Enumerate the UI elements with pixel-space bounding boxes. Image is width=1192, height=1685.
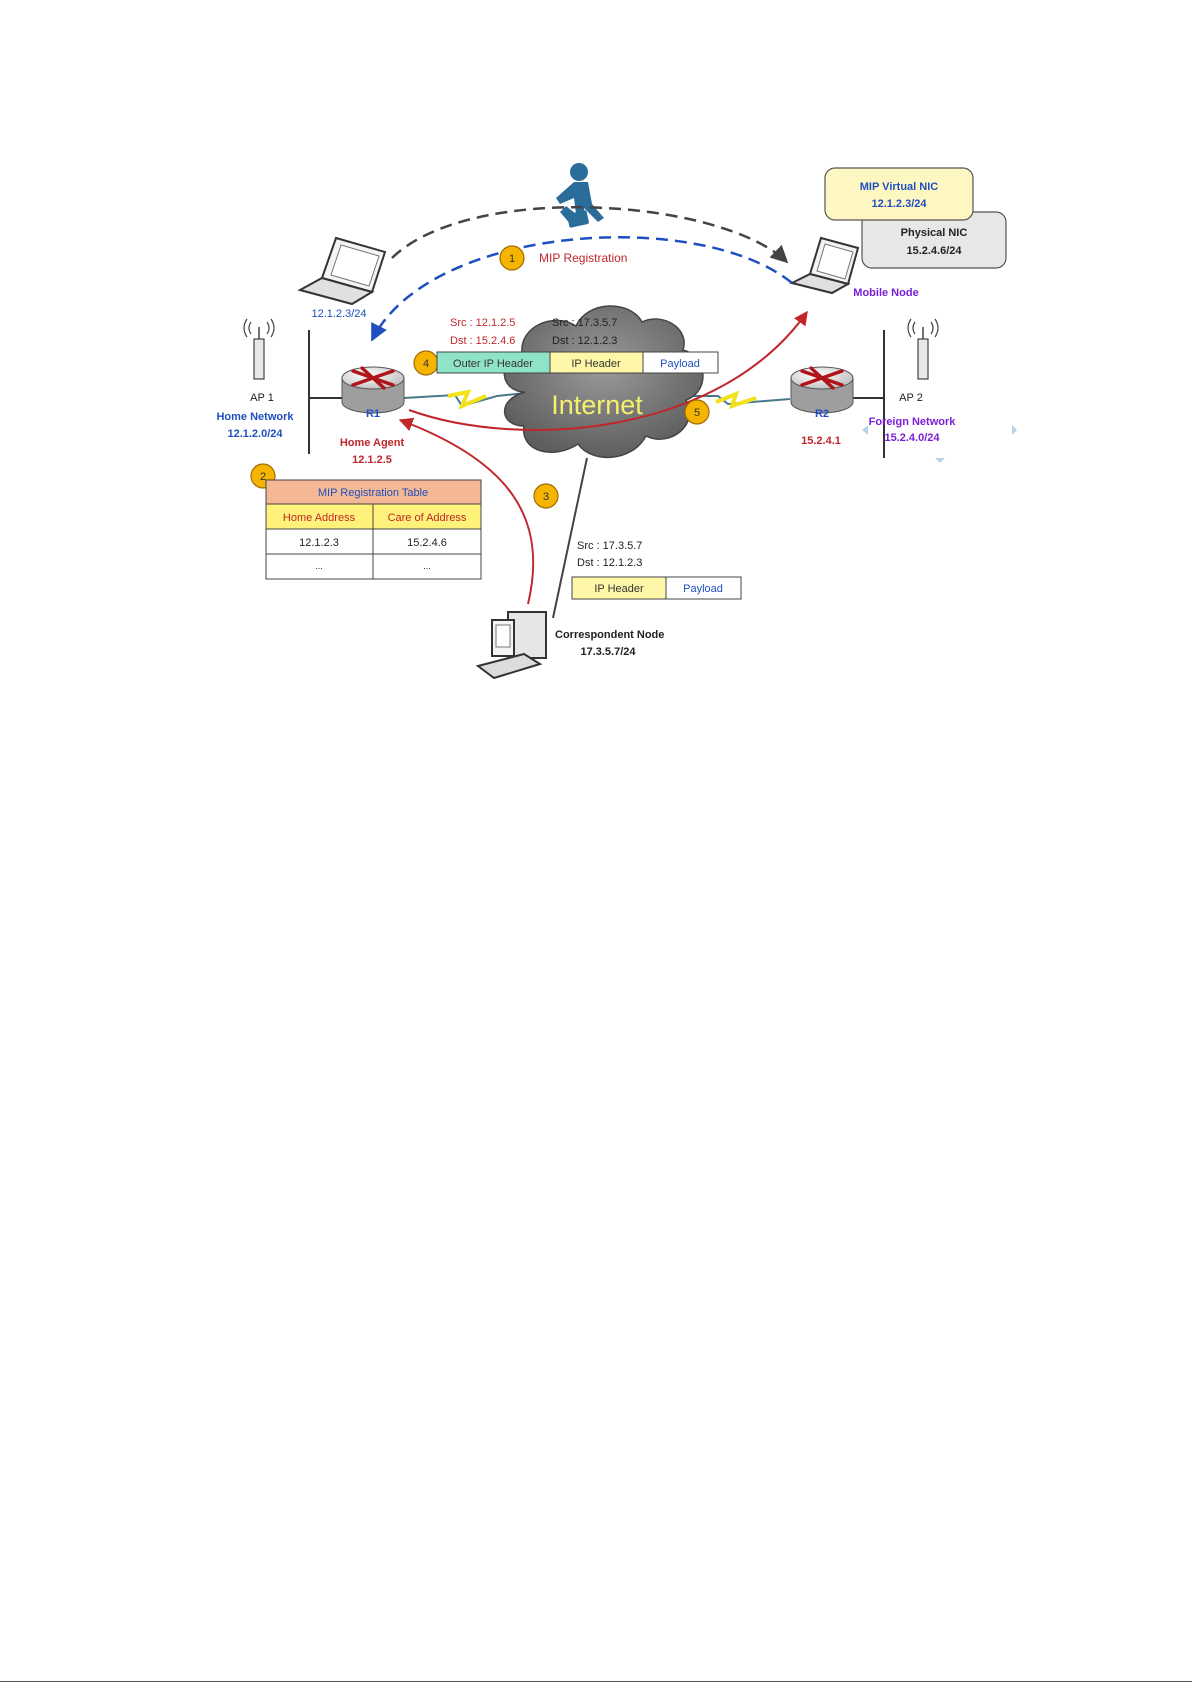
- physical-nic-title: Physical NIC: [901, 227, 968, 239]
- svg-text:3: 3: [543, 491, 549, 503]
- r1-lightning-icon: [447, 389, 487, 410]
- cn-src: Src : 17.3.5.7: [577, 540, 642, 552]
- table-header-cell: [265, 503, 374, 530]
- ap1-antenna-icon: [243, 318, 275, 380]
- walking-person-icon: [556, 163, 604, 228]
- home-network-label: Home Network: [216, 411, 294, 423]
- home-agent-label: Home Agent: [340, 437, 405, 449]
- inner-src: Src : 17.3.5.7: [552, 317, 617, 329]
- table-header-care-of-address: Care of Address: [388, 512, 467, 524]
- cn-payload-label: Payload: [683, 583, 723, 595]
- network-links: [308, 330, 885, 619]
- cn-internet-link: [552, 457, 588, 619]
- virtual-nic-title: MIP Virtual NIC: [860, 181, 939, 193]
- tunnel-ip-header-label: IP Header: [571, 358, 621, 370]
- cn-dst: Dst : 12.1.2.3: [577, 557, 642, 569]
- table-row: [372, 528, 482, 555]
- outer-ip-header-label: Outer IP Header: [453, 358, 533, 370]
- correspondent-node-label: Correspondent Node: [555, 629, 664, 641]
- virtual-nic-ip: 12.1.2.3/24: [871, 198, 927, 210]
- registration-table: MIP Registration Table Home Address Care…: [265, 479, 482, 580]
- foreign-network-label: Foreign Network: [869, 416, 957, 428]
- flow-arrows: [370, 206, 808, 605]
- labels: MIP Registration 12.1.2.3/24 AP 1 Home N…: [216, 251, 956, 658]
- r1-label: R1: [366, 408, 380, 420]
- decorative-arrow-icons: [862, 425, 1017, 463]
- virtual-nic-box: MIP Virtual NIC 12.1.2.3/24: [824, 167, 974, 221]
- inner-dst: Dst : 12.1.2.3: [552, 335, 617, 347]
- svg-text:4: 4: [423, 358, 429, 370]
- foreign-network-ip: 15.2.4.0/24: [884, 432, 940, 444]
- table-cell: ...: [315, 561, 323, 571]
- table-header-cell: [372, 503, 482, 530]
- outer-src: Src : 12.1.2.5: [450, 317, 515, 329]
- cn-payload-cell: [665, 576, 742, 600]
- svg-text:1: 1: [509, 253, 515, 265]
- step-badge-4: 4: [413, 350, 439, 376]
- home-laptop-icon: [297, 236, 387, 306]
- registration-arrow: [370, 236, 793, 342]
- step-badge-1: 1: [499, 245, 525, 271]
- outer-dst: Dst : 15.2.4.6: [450, 335, 515, 347]
- physical-nic-ip: 15.2.4.6/24: [906, 245, 962, 257]
- ap1-label: AP 1: [250, 392, 274, 404]
- table-row: [372, 553, 482, 580]
- cn-to-r1-arrow: [398, 417, 535, 605]
- internet-cloud: Internet: [503, 305, 704, 459]
- table-header-home-address: Home Address: [283, 512, 356, 524]
- move-path-arrow: [391, 206, 789, 264]
- mip-registration-label: MIP Registration: [539, 251, 627, 265]
- tunnel-payload-label: Payload: [660, 358, 700, 370]
- router-r1: R1: [341, 366, 405, 420]
- r2-label: R2: [815, 408, 829, 420]
- cn-packet: Src : 17.3.5.7 Dst : 12.1.2.3 IP Header …: [571, 540, 742, 600]
- tunnel-payload-cell: [642, 351, 719, 374]
- router-r2: R2: [790, 366, 854, 420]
- tunnel-packet: Src : 12.1.2.5 Dst : 15.2.4.6 Src : 17.3…: [436, 317, 719, 374]
- table-cell: 12.1.2.3: [299, 537, 339, 549]
- table-cell: 15.2.4.6: [407, 537, 447, 549]
- internet-label: Internet: [551, 390, 643, 420]
- r2-ip: 15.2.4.1: [801, 435, 841, 447]
- correspondent-desktop-icon: [475, 611, 547, 680]
- table-row: [265, 528, 374, 555]
- home-network-ip: 12.1.2.0/24: [227, 428, 283, 440]
- mobile-laptop-icon: [789, 236, 860, 295]
- step-badge-5: 5: [684, 399, 710, 425]
- step-badge-3: 3: [533, 483, 559, 509]
- page-bottom-border: [0, 1681, 1192, 1682]
- mobile-node-label: Mobile Node: [853, 287, 918, 299]
- svg-text:5: 5: [694, 407, 700, 419]
- table-cell: ...: [423, 561, 431, 571]
- ap2-antenna-icon: [907, 318, 939, 380]
- table-title: MIP Registration Table: [318, 487, 428, 499]
- ap2-label: AP 2: [899, 392, 923, 404]
- r2-lightning-icon: [715, 390, 757, 410]
- svg-text:2: 2: [260, 471, 266, 483]
- old-laptop-ip: 12.1.2.3/24: [311, 308, 366, 320]
- home-agent-ip: 12.1.2.5: [352, 454, 392, 466]
- tunnel-arrow: [408, 310, 808, 431]
- cn-ip-header-label: IP Header: [594, 583, 644, 595]
- correspondent-node-ip: 17.3.5.7/24: [580, 646, 636, 658]
